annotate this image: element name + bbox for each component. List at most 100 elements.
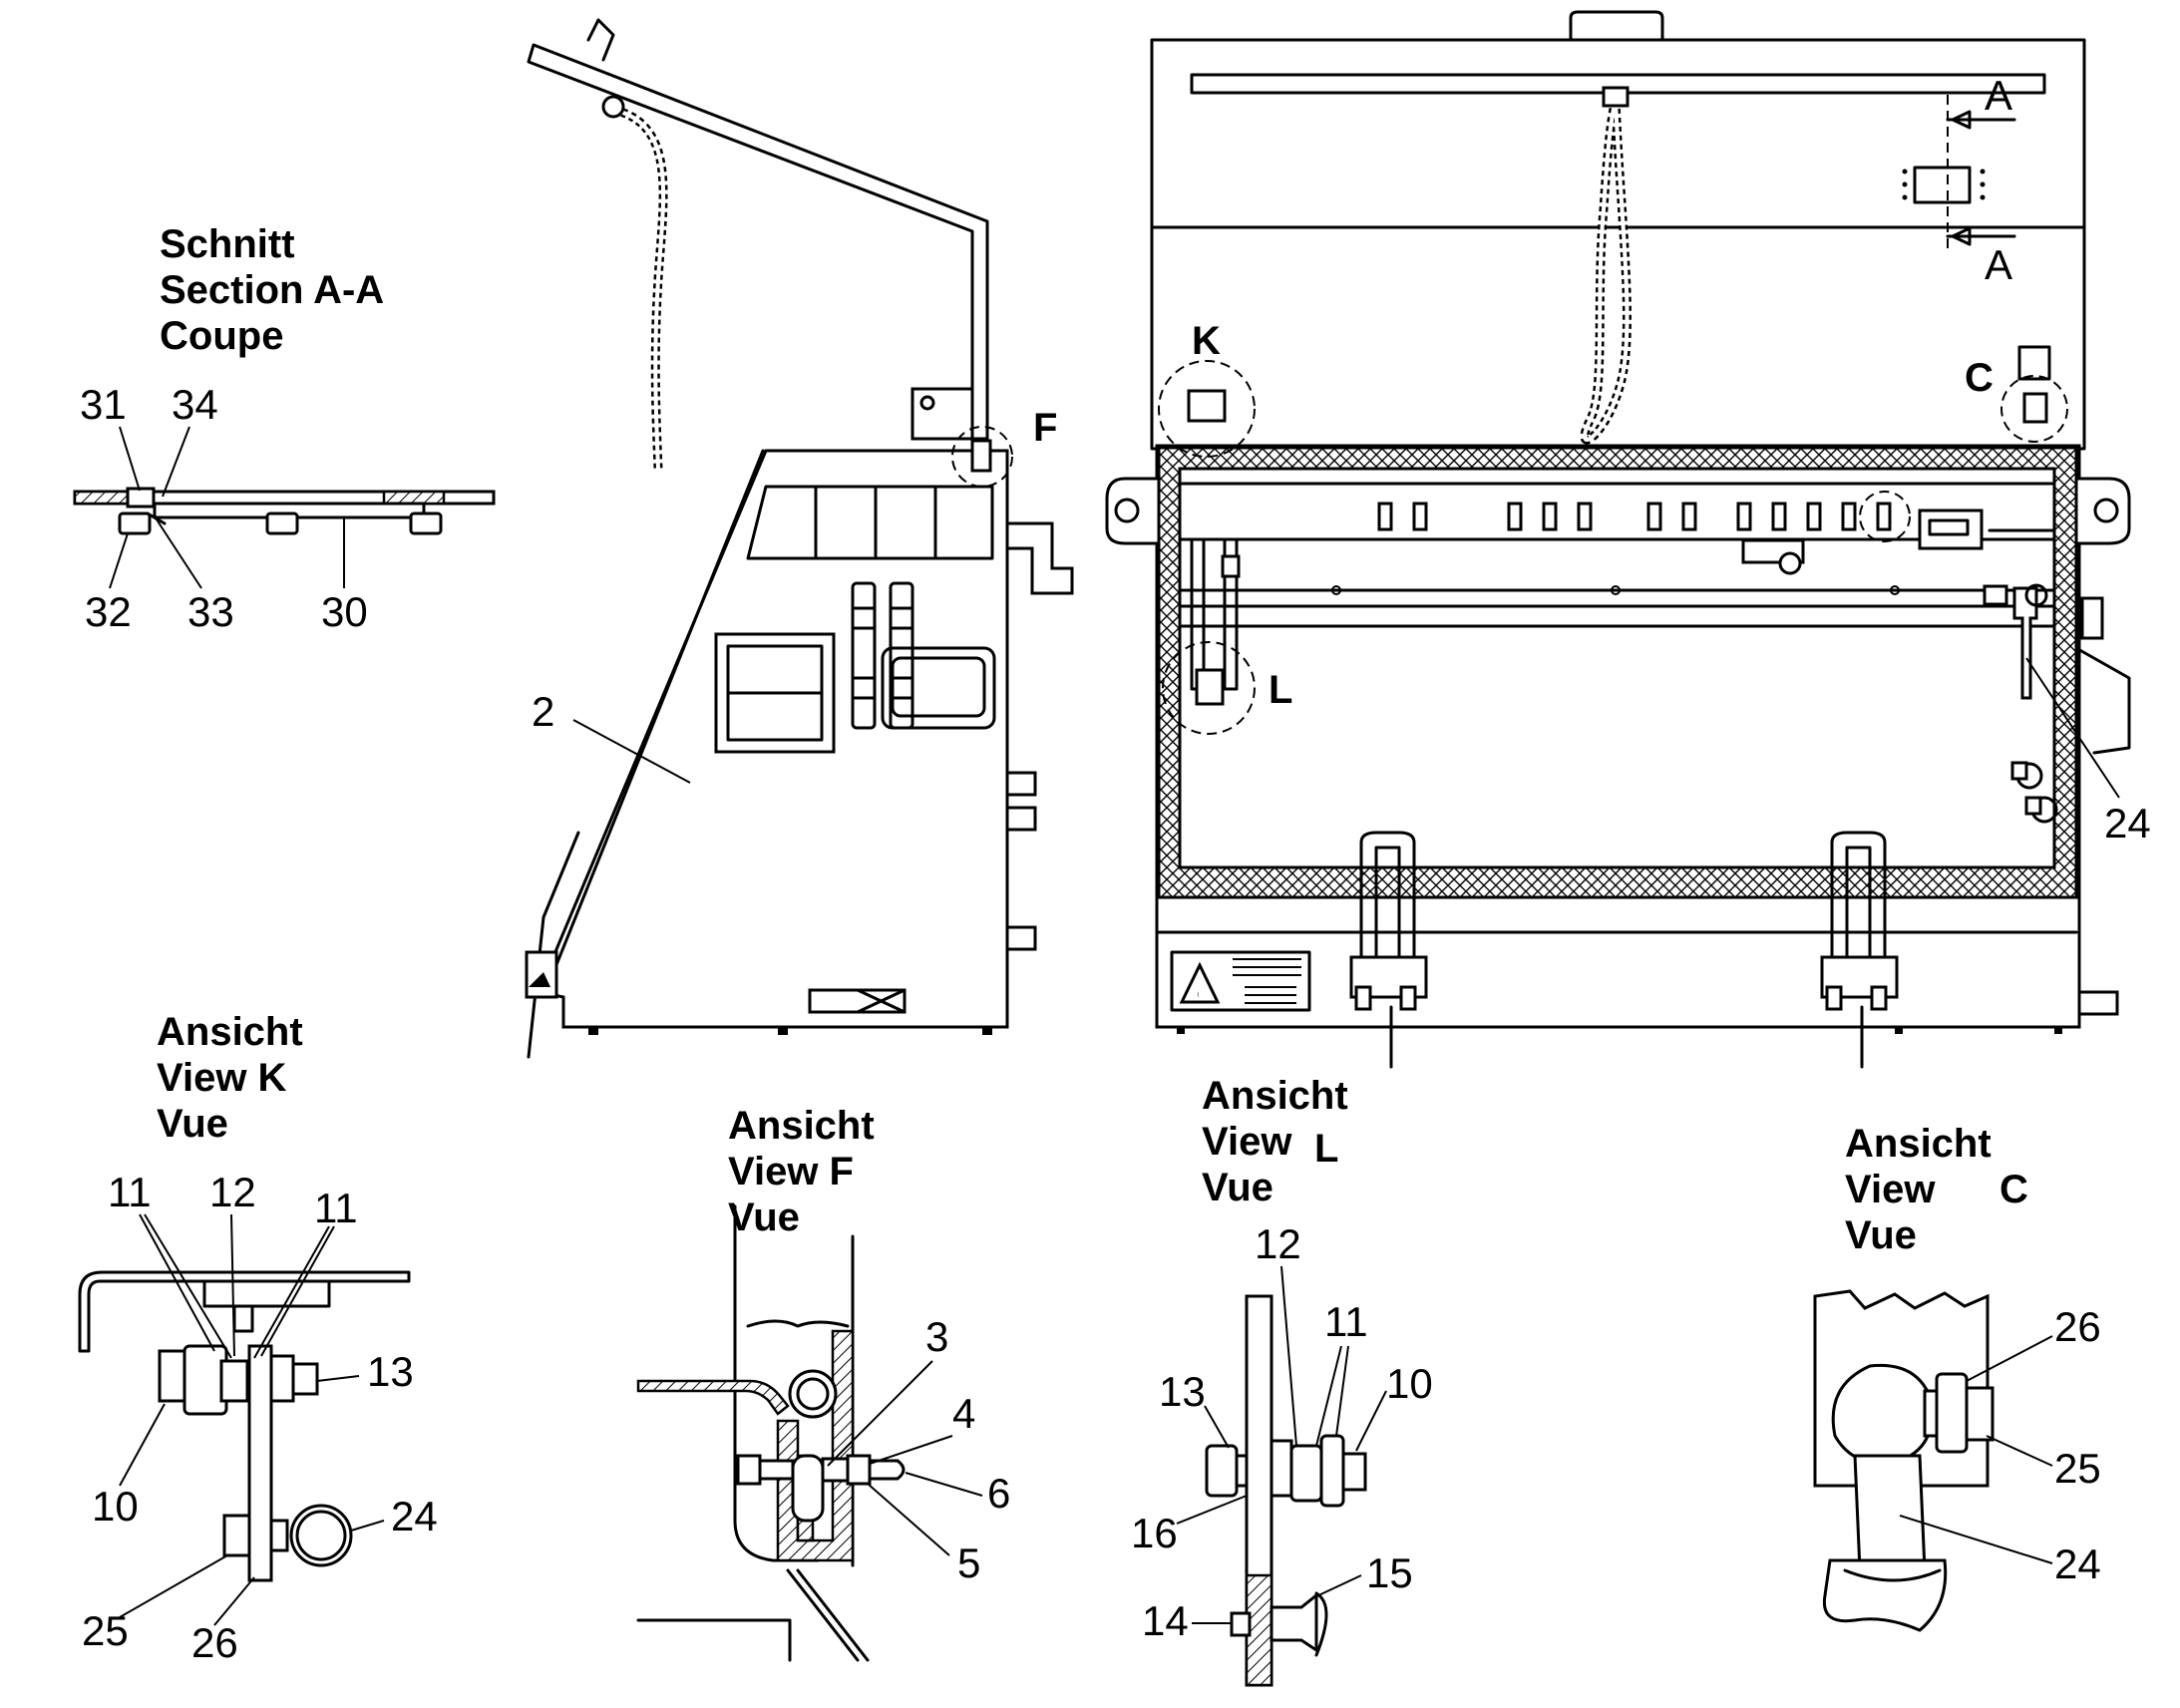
part-label-10-k: 10: [92, 1483, 139, 1530]
f-hatch-wall: [776, 1329, 855, 1562]
part-label-26-c: 26: [2054, 1303, 2101, 1350]
front-view: A A: [1105, 10, 2151, 1069]
side-vent: [808, 988, 907, 1014]
detail-c-marker: [2000, 375, 2068, 443]
leader-34: [162, 426, 190, 498]
section-nut-mid: [265, 512, 299, 535]
view-k-title-line2: View K: [157, 1056, 287, 1100]
k-bracket: [78, 1270, 411, 1353]
view-k-title-line3: Vue: [157, 1102, 228, 1146]
part-label-33: 33: [187, 588, 234, 635]
switch-row: [1377, 502, 1892, 531]
part-label-24-front: 24: [2104, 800, 2151, 847]
right-ear: [2074, 477, 2131, 545]
part-label-11-l: 11: [1324, 1298, 1368, 1345]
view-c-title-line3: Vue: [1845, 1213, 1917, 1257]
view-c-title-line2b: C: [1999, 1168, 2028, 1211]
view-f-title-line3: Vue: [728, 1196, 800, 1239]
section-aa-markers: A A: [1902, 72, 2016, 288]
view-f-title-line2: View F: [728, 1150, 854, 1194]
leader-2: [572, 719, 691, 784]
leader-31: [119, 426, 141, 492]
marker-f: F: [1033, 406, 1057, 450]
leader-32: [109, 532, 129, 589]
part-label-2: 2: [532, 688, 554, 735]
part-label-34: 34: [172, 381, 218, 428]
part-label-30: 30: [321, 588, 368, 635]
view-l-title-line2: View: [1202, 1120, 1292, 1164]
part-label-24-c: 24: [2054, 1540, 2101, 1587]
part-label-11-left: 11: [108, 1169, 152, 1215]
rope-anchor: [601, 95, 625, 119]
part-label-6: 6: [987, 1470, 1010, 1517]
part-label-5: 5: [957, 1539, 980, 1586]
part-label-13-k: 13: [367, 1348, 414, 1395]
detail-k-marker: [1158, 360, 1256, 458]
part-label-32: 32: [85, 588, 132, 635]
part-label-16: 16: [1131, 1510, 1178, 1556]
view-f: Ansicht View F Vue 3 4 6 5: [636, 1104, 1010, 1662]
part-label-4: 4: [952, 1390, 975, 1437]
c-rod: [1853, 1454, 1927, 1572]
part-label-11-right: 11: [314, 1185, 358, 1231]
left-ear: [1105, 477, 1161, 545]
part-label-12-k: 12: [209, 1169, 256, 1215]
marker-k: K: [1192, 319, 1221, 363]
lid-hinge: [586, 18, 615, 62]
part-label-15: 15: [1366, 1549, 1413, 1596]
part-label-24-k: 24: [391, 1493, 438, 1539]
latch-right: [1820, 831, 1899, 1069]
marker-a-bottom: A: [1985, 241, 2012, 288]
part-label-12-l: 12: [1255, 1220, 1301, 1267]
side-elbow-fitting: [1005, 521, 1074, 595]
c-ball-joint: [1831, 1363, 1934, 1465]
lid-arm: [527, 43, 989, 441]
hinge-block: [910, 387, 974, 441]
side-connectors: [851, 581, 996, 730]
k-plate: [247, 1344, 273, 1582]
carry-handle: [1569, 10, 1664, 42]
side-lever: [527, 831, 580, 1059]
section-aa-view: Schnitt Section A-A Coupe 31 34 32 33 30: [73, 222, 496, 635]
part-label-25-c: 25: [2054, 1445, 2101, 1492]
detail-f-marker: [951, 426, 1013, 488]
section-hatch-left: [73, 490, 137, 506]
marker-a-top: A: [1985, 72, 2012, 119]
svg-text:!: !: [1197, 992, 1199, 999]
part-label-14: 14: [1142, 1597, 1189, 1644]
part-label-25-k: 25: [82, 1607, 129, 1654]
view-f-title-line1: Ansicht: [728, 1104, 875, 1148]
section-nut-right: [409, 512, 443, 535]
part-label-3: 3: [925, 1313, 948, 1360]
section-nut-32: [118, 512, 152, 535]
section-hatch-right: [382, 490, 446, 506]
control-rail: [1178, 482, 2056, 541]
part-label-26-k: 26: [191, 1619, 238, 1666]
k-ring: [289, 1504, 353, 1567]
view-c-title-line2: View: [1845, 1168, 1936, 1211]
side-window: [746, 485, 994, 560]
view-k-title-line1: Ansicht: [157, 1010, 303, 1054]
section-aa-title-line1: Schnitt: [160, 222, 295, 266]
valve-lever: [2012, 586, 2038, 700]
latch-left: [1349, 831, 1428, 1069]
view-c: Ansicht View C Vue 26 25 24: [1813, 1122, 2101, 1632]
part-label-31: 31: [80, 381, 127, 428]
warning-triangle-icon: [1179, 961, 1221, 1004]
side-view: F 2: [525, 18, 1074, 1059]
gasket-hatch: [1157, 446, 2078, 899]
leader-24-front: [2025, 657, 2120, 799]
detail-l-marker: [1162, 641, 1256, 735]
view-l-title-line3: Vue: [1202, 1166, 1273, 1209]
section-insert: [126, 487, 156, 509]
hose-fittings: [2010, 761, 2058, 824]
section-aa-title-line3: Coupe: [160, 314, 283, 358]
marker-c: C: [1965, 356, 1994, 400]
leader-33: [154, 515, 202, 589]
warning-label: [1170, 950, 1311, 1012]
view-l: Ansicht View L Vue 12 11 13 10 16 15 14: [1131, 1074, 1433, 1687]
view-l-title-line1: Ansicht: [1202, 1074, 1348, 1118]
section-aa-title-line2: Section A-A: [160, 268, 384, 312]
c-grip: [1822, 1558, 1948, 1632]
